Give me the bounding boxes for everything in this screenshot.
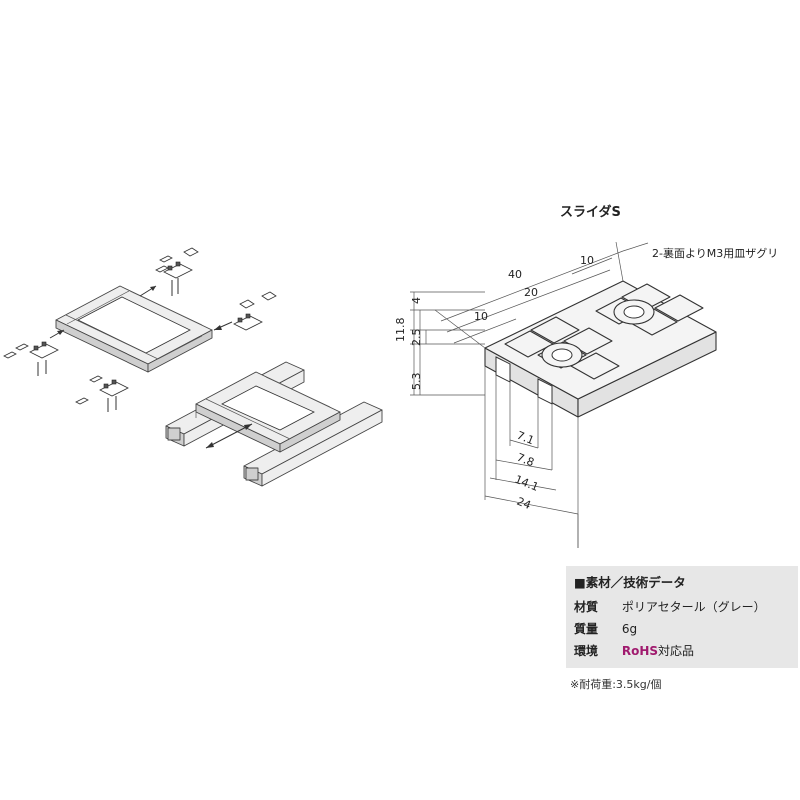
bottom-dimensions: 7.1 7.8 14.1 24 xyxy=(484,429,579,548)
slider-cluster-left xyxy=(3,329,65,376)
spec-row-mass: 質量 6g xyxy=(574,620,637,637)
top-dimensions: 40 10 20 10 2-裏面よりM3用皿ザグリ xyxy=(434,241,778,349)
load-capacity-note: ※耐荷重:3.5kg/個 xyxy=(570,678,662,691)
spec-row-environment: 環境 RoHS対応品 xyxy=(574,642,694,659)
spec-heading: ■素材／技術データ xyxy=(574,575,686,590)
slider-cluster-right xyxy=(213,291,277,331)
spec-box: ■素材／技術データ 材質 ポリアセタール（グレー） 質量 6g 環境 RoHS対… xyxy=(566,566,798,668)
dim-14-1: 14.1 xyxy=(513,473,541,494)
dim-10-right: 10 xyxy=(580,254,594,267)
spec-value-suffix: 対応品 xyxy=(658,644,695,658)
slider-cluster-bottom xyxy=(75,375,129,412)
dim-5-3: 5.3 xyxy=(410,373,423,391)
dim-24: 24 xyxy=(515,495,533,512)
spec-label: 環境 xyxy=(574,644,599,658)
dim-10-left: 10 xyxy=(474,310,488,323)
drawing-title: スライダS xyxy=(560,204,621,220)
spec-value: 6g xyxy=(621,622,638,636)
dim-7-1: 7.1 xyxy=(515,429,536,448)
hole-callout: 2-裏面よりM3用皿ザグリ xyxy=(652,246,778,260)
dim-20: 20 xyxy=(524,286,538,299)
slider-part-drawing xyxy=(484,280,717,548)
spec-row-material: 材質 ポリアセタール（グレー） xyxy=(574,598,766,615)
frame-assembly-illustration xyxy=(3,247,277,412)
spec-value: ポリアセタール（グレー） xyxy=(621,600,766,614)
left-dimensions: 4 11.8 2.5 5.3 xyxy=(394,291,485,396)
spec-label: 材質 xyxy=(574,600,599,614)
slider-cluster-top xyxy=(139,247,199,297)
sliding-assembly-illustration xyxy=(165,361,383,487)
spec-label: 質量 xyxy=(574,622,599,636)
dim-40: 40 xyxy=(508,268,522,281)
dim-2-5: 2.5 xyxy=(410,329,423,347)
dim-7-8: 7.8 xyxy=(515,451,536,470)
dim-4: 4 xyxy=(410,297,423,304)
rohs-badge: RoHS xyxy=(621,644,658,658)
dim-11-8: 11.8 xyxy=(394,318,407,343)
